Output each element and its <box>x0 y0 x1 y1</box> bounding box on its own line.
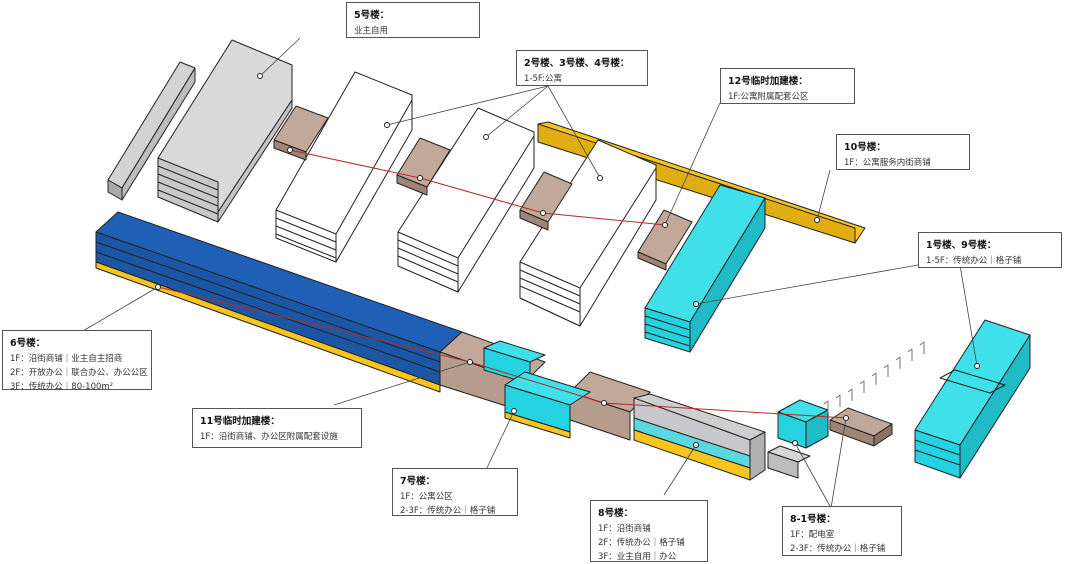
callout-line: 1F：配电室 <box>790 530 835 540</box>
building-8-1 <box>767 399 829 479</box>
callout-line: 1F：沿街商铺 <box>598 524 651 534</box>
leader-lines <box>75 37 978 509</box>
callout-line: 2-3F：传统办公｜格子铺 <box>400 506 496 516</box>
building-8 <box>633 393 766 481</box>
callout-line: 1F：公寓服务内街商铺 <box>844 158 931 168</box>
callout-line: 业主自用 <box>354 26 389 36</box>
callout-building-6: 6号楼： 1F：沿街商铺｜业主自主招商 2F：开放办公｜联合办公、办公公区 3F… <box>2 330 152 392</box>
building-1 <box>644 184 766 353</box>
building-3 <box>397 107 535 293</box>
callout-line: 3F：传统办公｜80-100m² <box>10 382 114 392</box>
building-5 <box>157 39 293 223</box>
brown-block-east <box>829 407 893 447</box>
callout-building-12: 12号临时加建楼： 1F:公寓附属配套公区 <box>720 68 855 104</box>
callout-line: 1-5F:公寓 <box>524 74 562 84</box>
callout-title: 8号楼： <box>598 508 634 519</box>
callout-line: 2F：开放办公｜联合办公、办公公区 <box>10 368 148 378</box>
callout-line: 3F：业主自用｜办公 <box>598 552 677 562</box>
callout-line: 1-5F：传统办公｜格子铺 <box>926 256 1022 266</box>
callout-line: 1F：沿街商铺、办公区附属配套设施 <box>200 432 338 442</box>
callout-title: 10号楼： <box>844 142 886 153</box>
callout-building-10: 10号楼： 1F：公寓服务内街商铺 <box>836 134 970 170</box>
building-2 <box>275 71 413 263</box>
callout-building-1-9: 1号楼、9号楼： 1-5F：传统办公｜格子铺 <box>918 232 1062 268</box>
callout-title: 11号临时加建楼： <box>200 416 280 427</box>
callout-line: 2F：传统办公｜格子铺 <box>598 538 685 548</box>
callout-building-7: 7号楼： 1F：公寓公区 2-3F：传统办公｜格子铺 <box>392 468 518 516</box>
callout-line: 1F:公寓附属配套公区 <box>728 92 809 102</box>
callout-title: 1号楼、9号楼： <box>926 240 997 251</box>
callout-title: 12号临时加建楼： <box>728 76 808 87</box>
callout-building-2-3-4: 2号楼、3号楼、4号楼： 1-5F:公寓 <box>516 50 648 86</box>
anchor-dots <box>155 73 980 448</box>
landscape-stakes <box>823 341 925 413</box>
callout-building-11: 11号临时加建楼： 1F：沿街商铺、办公区附属配套设施 <box>192 408 362 448</box>
building-grey-small <box>107 61 196 201</box>
callout-title: 8-1号楼： <box>790 514 836 525</box>
building-4 <box>519 139 657 327</box>
callout-building-8: 8号楼： 1F：沿街商铺 2F：传统办公｜格子铺 3F：业主自用｜办公 <box>590 500 708 562</box>
callout-title: 6号楼： <box>10 338 46 349</box>
callout-title: 5号楼： <box>354 10 390 21</box>
callout-building-5: 5号楼： 业主自用 <box>346 2 480 38</box>
callout-title: 2号楼、3号楼、4号楼： <box>524 58 630 69</box>
callout-title: 7号楼： <box>400 476 436 487</box>
callout-line: 1F：公寓公区 <box>400 492 453 502</box>
building-9 <box>914 319 1031 479</box>
building-12-brown-blocks <box>273 105 693 271</box>
building-7 <box>483 340 591 439</box>
callout-building-8-1: 8-1号楼： 1F：配电室 2-3F：传统办公｜格子铺 <box>782 506 902 556</box>
callout-line: 1F：沿街商铺｜业主自主招商 <box>10 354 123 364</box>
callout-line: 2-3F：传统办公｜格子铺 <box>790 544 886 554</box>
red-connection-lines <box>157 149 847 419</box>
